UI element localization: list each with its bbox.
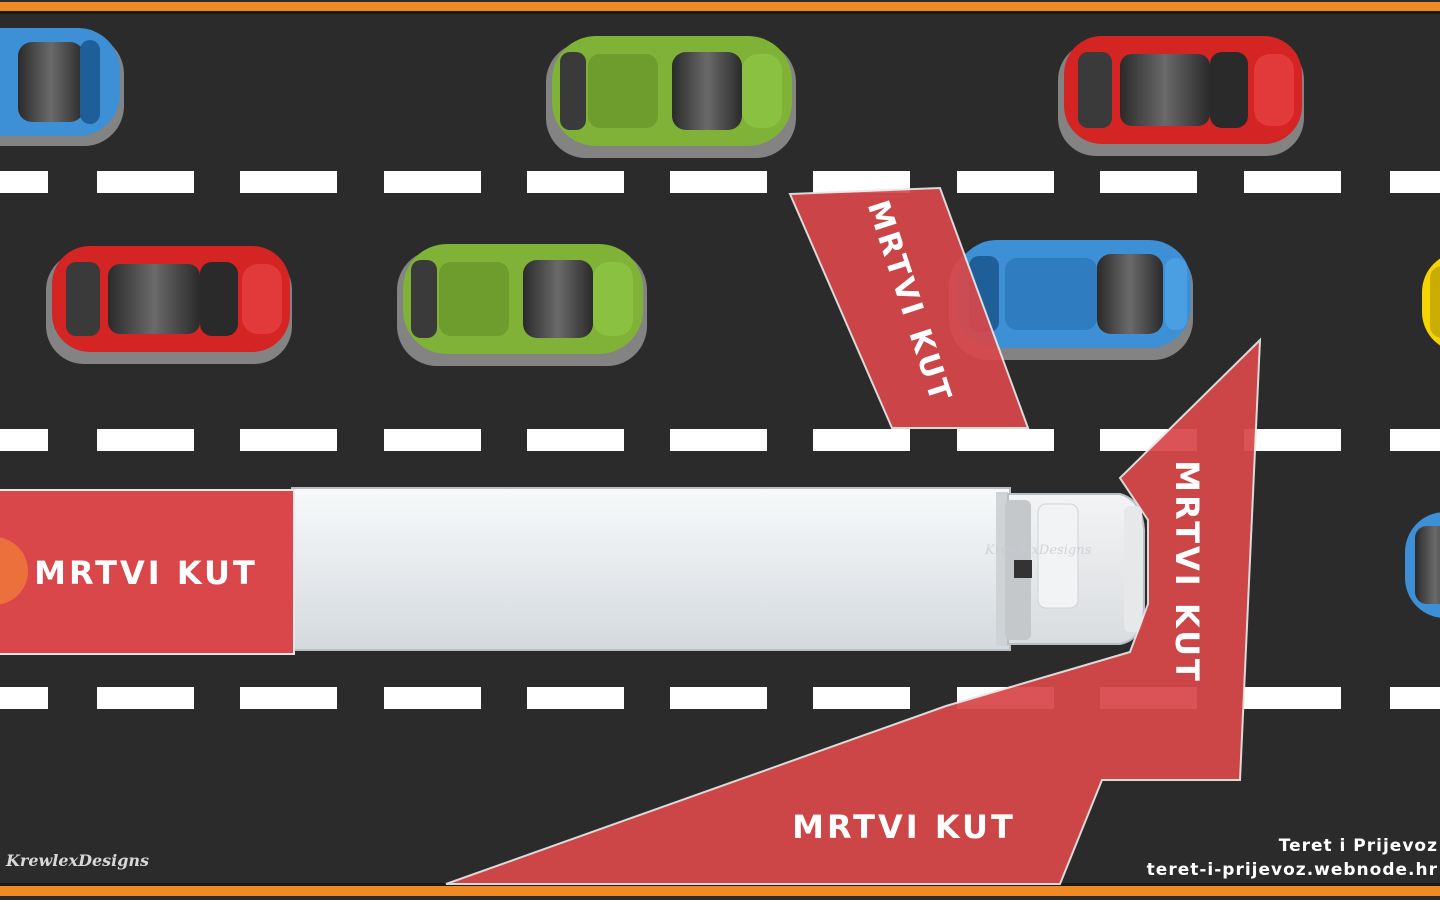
designer-credit: KrewlexDesigns <box>6 851 150 870</box>
car-yellow-edge <box>1422 258 1440 346</box>
lane-marking-3 <box>0 687 1440 709</box>
truck: KrewlexDesigns <box>291 487 1145 651</box>
site-url[interactable]: teret-i-prijevoz.webnode.hr <box>1146 860 1438 880</box>
road-edge-top <box>0 2 1440 11</box>
lane-marking-2 <box>0 429 1440 451</box>
car-green-lane2 <box>397 244 647 366</box>
car-blue-lane1 <box>0 28 124 146</box>
car-blue-lane2 <box>949 240 1193 360</box>
car-blue-edge <box>1405 512 1440 618</box>
truck-trailer <box>291 487 1011 651</box>
blind-spot-left-front: MRTVI KUT <box>788 186 1030 429</box>
blind-spot-right-side-label: MRTVI KUT <box>792 808 1016 846</box>
car-red-lane1 <box>1058 36 1304 156</box>
blind-spot-rear-label: MRTVI KUT <box>34 554 258 592</box>
blind-spot-rear: MRTVI KUT <box>0 489 295 655</box>
car-green-lane1 <box>546 36 796 158</box>
site-footer: Teret i Prijevoz teret-i-prijevoz.webnod… <box>1147 834 1438 882</box>
road-edge-bottom <box>0 886 1440 896</box>
truck-watermark: KrewlexDesigns <box>984 543 1092 558</box>
lane-marking-1 <box>0 171 1440 193</box>
site-title: Teret i Prijevoz <box>1278 836 1438 856</box>
rear-light-icon <box>0 537 28 605</box>
blind-spot-right-front: MRTVI KUT MRTVI KUT <box>445 337 1262 885</box>
blind-spot-right-front-label: MRTVI KUT <box>1168 460 1206 684</box>
car-red-lane2 <box>46 246 292 364</box>
